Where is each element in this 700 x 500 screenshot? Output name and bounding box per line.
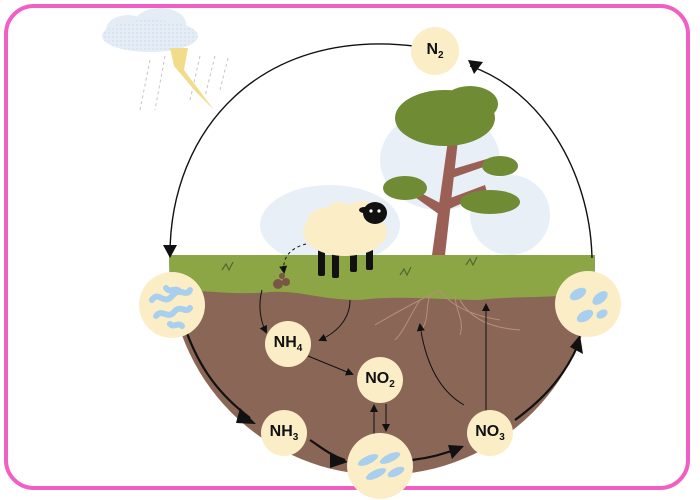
arrowhead-to-nh3 [236,408,256,424]
rain-lines [139,55,229,111]
cloud-icon [102,8,198,52]
n2-label: N2 [426,41,443,61]
n2-text: N [426,40,438,58]
arc-right-to-n2 [469,65,593,259]
grass-tufts [221,256,478,277]
grass-layer [169,255,595,300]
no3-subscript: 3 [499,432,505,444]
nh3-text: NH [269,422,293,440]
arrow-droppings-to-nh4 [259,289,267,334]
sheep-icon [303,201,387,278]
no3-node-circle [467,410,513,456]
bacteria-icon [555,271,621,337]
no3-label: NO3 [475,423,505,443]
tree-icon [383,86,520,255]
nh3-node-circle [261,410,307,456]
n2-subscript: 2 [438,50,444,62]
bacteria-icon [139,272,205,338]
nh4-node-circle [265,321,311,367]
arrow-no3-to-roots-left [416,323,465,406]
arrow-grass-to-nh4 [318,299,351,342]
arrow-nh4-to-no2 [307,355,354,376]
nh4-text: NH [273,333,297,351]
dashed-arrow-sheep-to-droppings [279,243,307,274]
n2-node-circle [411,27,459,75]
arrowhead-left-down [163,245,177,258]
arrowhead-to-n2 [468,60,483,74]
arc-no3-to-right [514,344,580,421]
bacteria-icon [347,433,413,499]
no2-text: NO [365,369,390,387]
arrowhead-to-no3 [448,445,464,459]
no2-label: NO2 [365,370,395,390]
arrowhead-to-bottom-bacteria [330,452,348,468]
no3-text: NO [475,422,500,440]
no2-subscript: 2 [389,379,395,391]
nh3-label: NH3 [270,423,299,443]
no2-node-circle [357,357,403,403]
lightning-icon [170,48,214,110]
droppings-icon [273,273,290,289]
nh4-subscript: 4 [296,343,303,355]
arc-n2-to-left [169,43,415,256]
nh3-subscript: 3 [292,432,299,444]
arrowhead-to-right-bacteria [570,335,583,354]
nh4-label: NH4 [274,334,303,354]
